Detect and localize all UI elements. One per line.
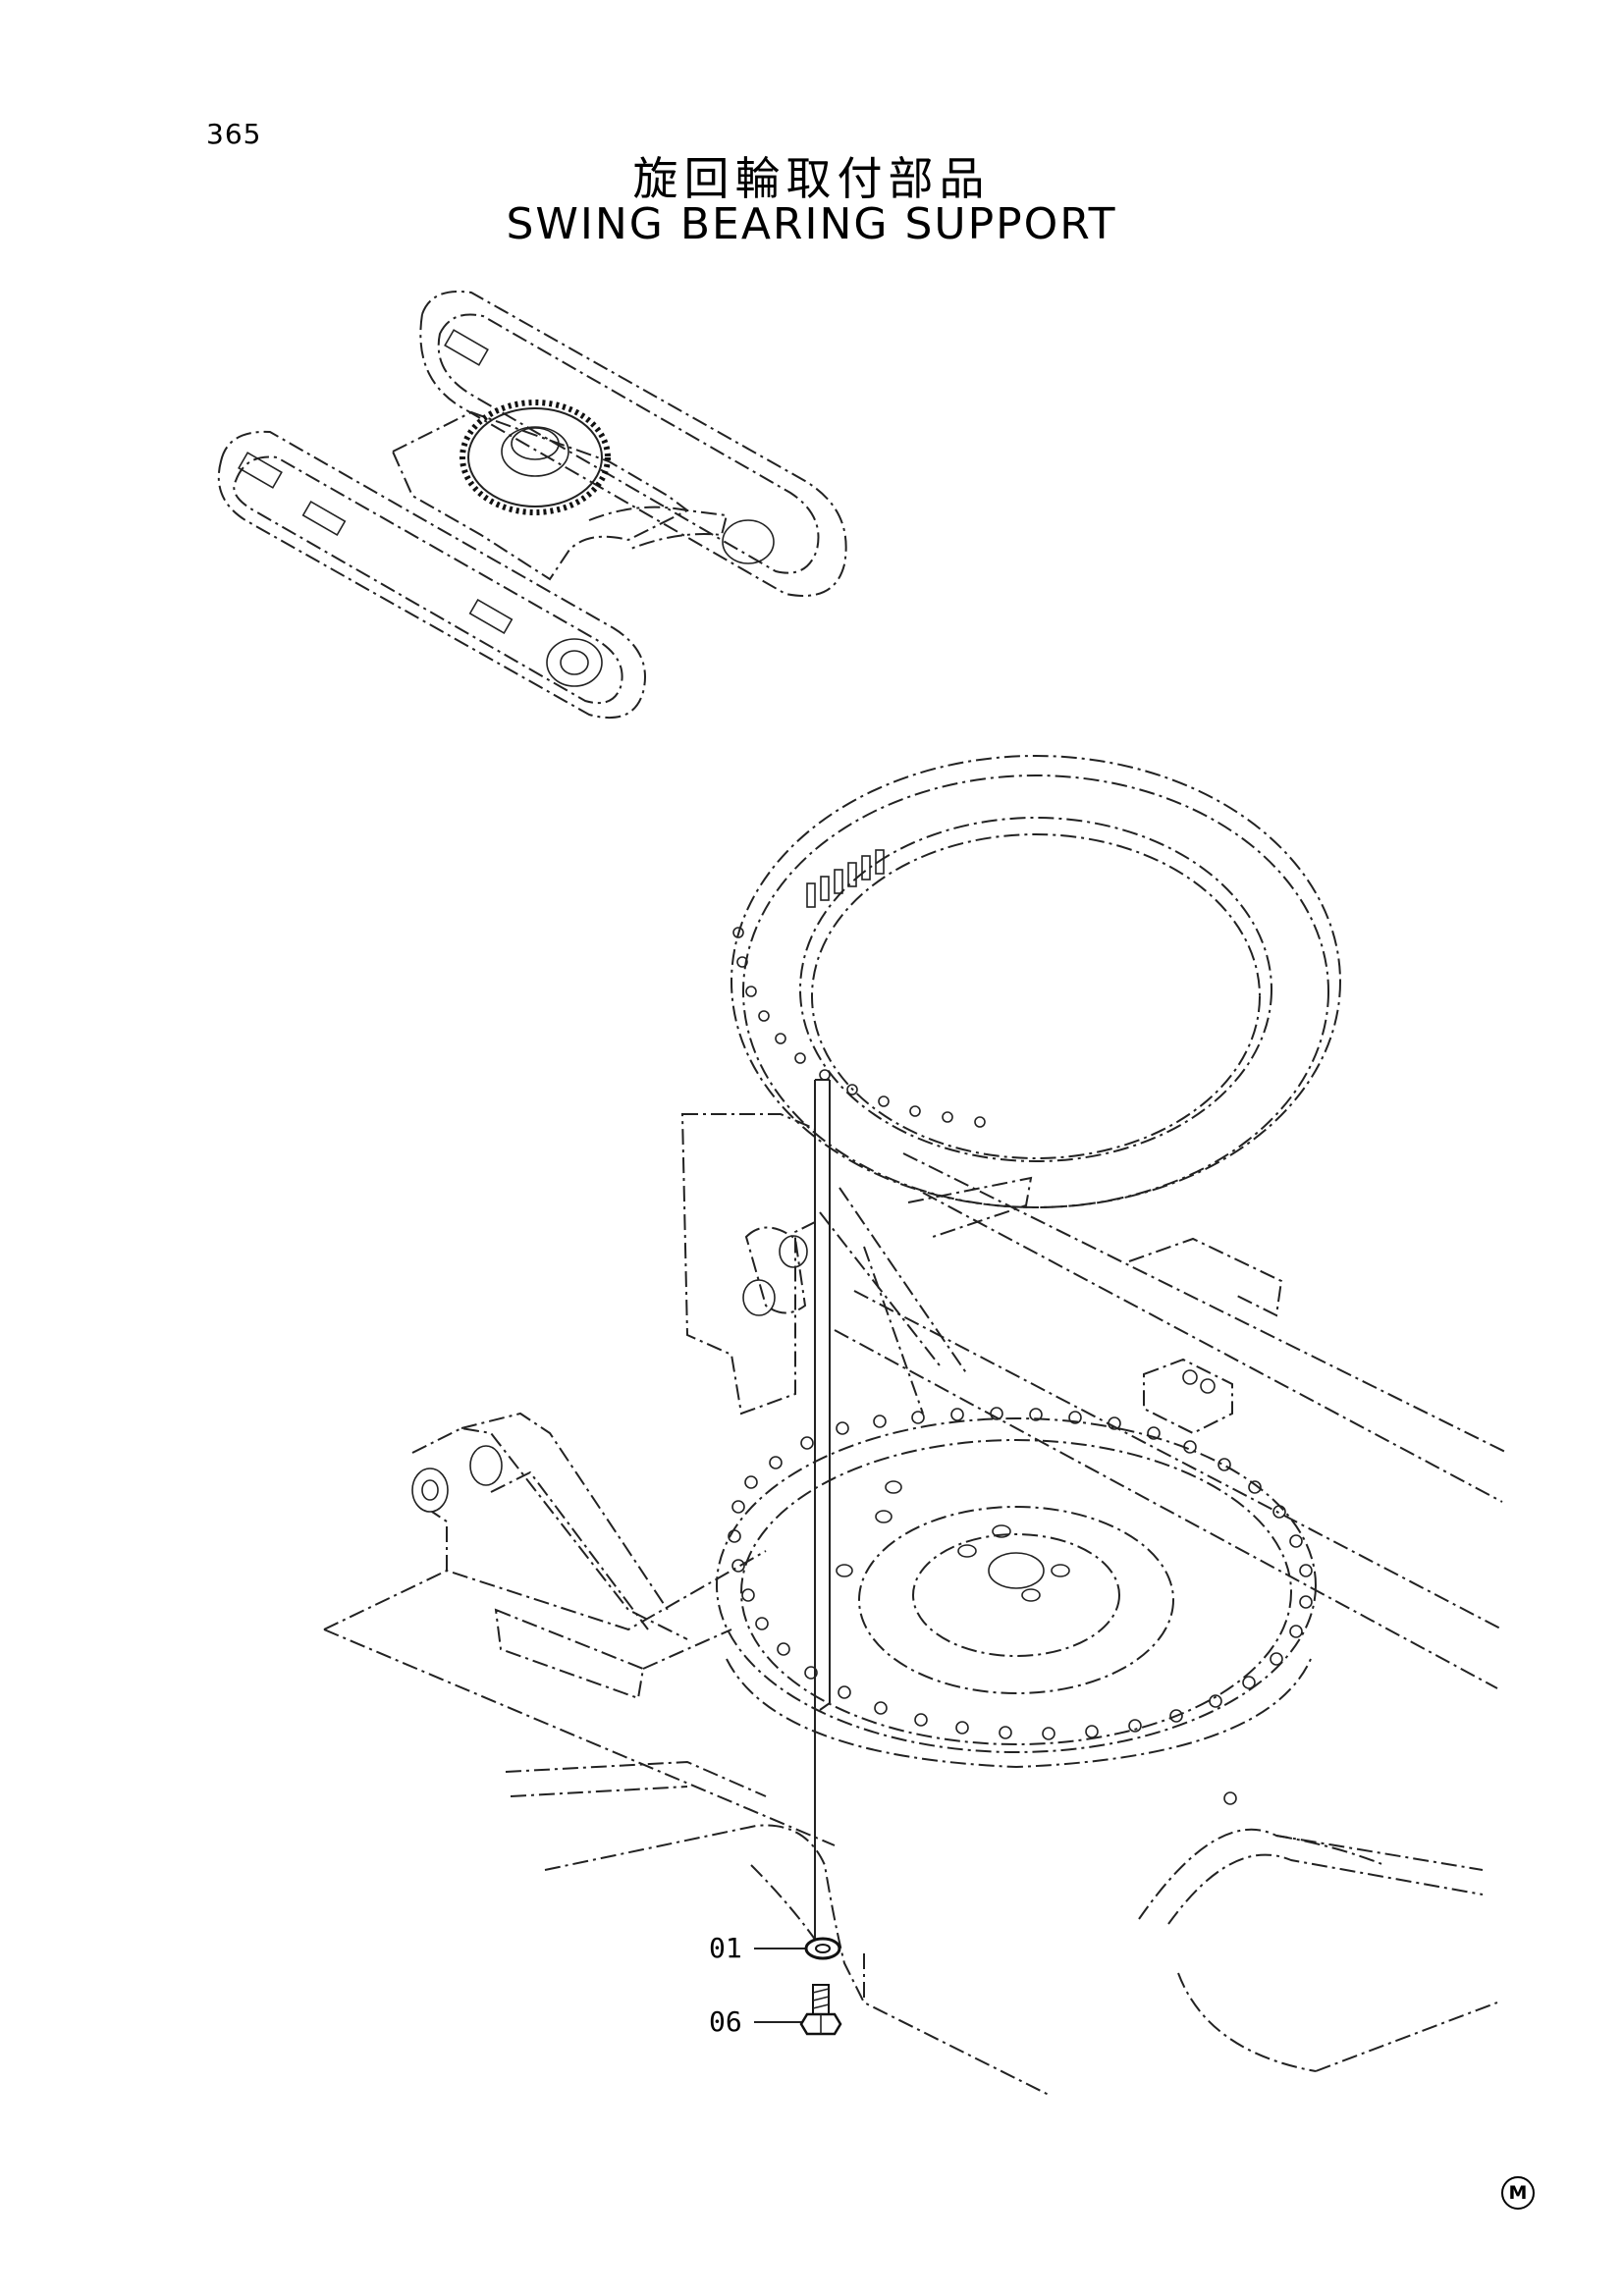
upper-frame-illustration bbox=[323, 1113, 1508, 2097]
page-title-english: SWING BEARING SUPPORT bbox=[506, 199, 1117, 249]
manufacturer-mark-icon: M bbox=[1501, 2176, 1535, 2210]
leader-lines bbox=[754, 1079, 831, 2023]
page-title-japanese: 旋回輪取付部品 bbox=[632, 152, 991, 205]
callout-01: 01 bbox=[709, 1932, 742, 1964]
callout-06: 06 bbox=[709, 2005, 742, 2038]
swing-bearing-illustration bbox=[730, 755, 1341, 1208]
undercarriage-illustration bbox=[217, 291, 847, 720]
page-number: 365 bbox=[206, 118, 262, 150]
bolt-icon bbox=[799, 1984, 842, 2036]
washer-icon bbox=[804, 1937, 841, 1960]
